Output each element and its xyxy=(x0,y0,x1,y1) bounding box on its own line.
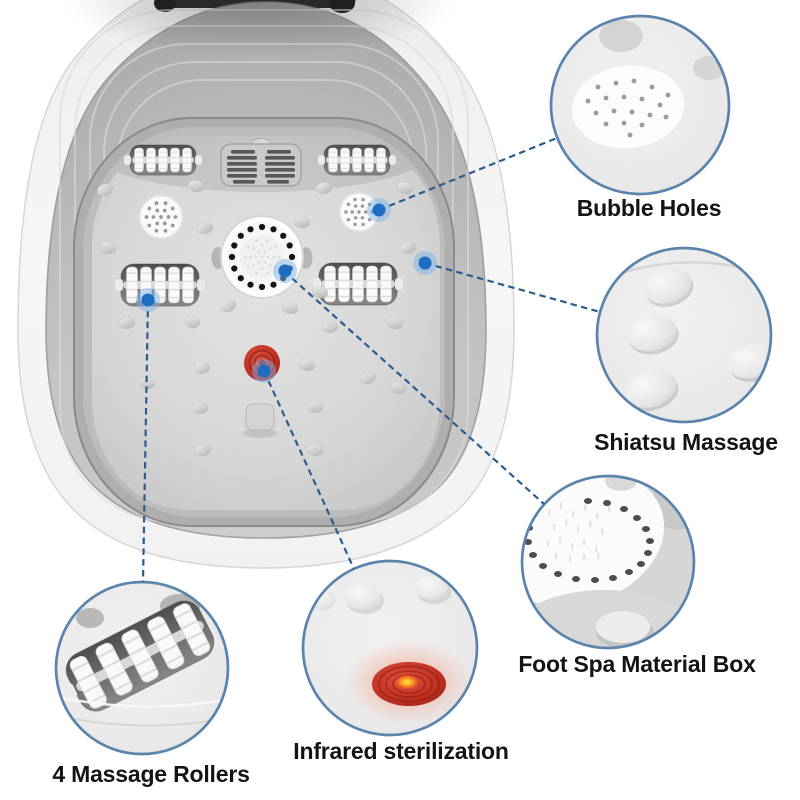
callout-massage-rollers xyxy=(54,580,230,756)
marker-rollers xyxy=(136,288,160,312)
roller-closeup xyxy=(59,600,215,712)
callout-bubble-holes xyxy=(549,14,731,196)
leader-line-infrared xyxy=(262,370,356,570)
callout-infrared xyxy=(301,559,479,737)
material-box-callout-holes xyxy=(524,498,654,583)
leader-lines xyxy=(141,136,601,583)
callout-label-bubble-holes: Bubble Holes xyxy=(576,195,722,221)
marker-shiatsu xyxy=(413,251,437,275)
foot-spa-unit xyxy=(17,0,515,569)
vent-grille xyxy=(220,138,302,187)
leader-line-material-box xyxy=(283,270,545,505)
handle-shadow xyxy=(65,0,455,56)
massage-roller-mid-right xyxy=(312,262,404,306)
massage-roller-mid-left xyxy=(114,263,206,307)
callout-label-infrared-sterilization: Infrared sterilization xyxy=(293,738,509,764)
marker-material-box xyxy=(273,259,297,283)
bubble-holes-dots xyxy=(585,78,671,138)
bubble-jet-left xyxy=(139,195,183,239)
leader-line-shiatsu xyxy=(424,261,601,314)
leader-line-rollers xyxy=(141,299,150,583)
drain-tab xyxy=(243,403,277,438)
material-box-texture xyxy=(547,502,611,562)
massage-roller-top-left xyxy=(123,144,203,176)
callout-shiatsu-massage xyxy=(595,246,773,424)
callout-label-foot-spa-material-box: Foot Spa Material Box xyxy=(518,651,756,677)
marker-infrared xyxy=(252,359,276,383)
feature-markers xyxy=(136,198,437,383)
marker-bubble-holes xyxy=(367,198,391,222)
callout-label-shiatsu-massage: Shiatsu Massage xyxy=(594,429,778,455)
massage-roller-top-right xyxy=(317,144,397,176)
callout-label-massage-rollers: 4 Massage Rollers xyxy=(52,761,250,787)
